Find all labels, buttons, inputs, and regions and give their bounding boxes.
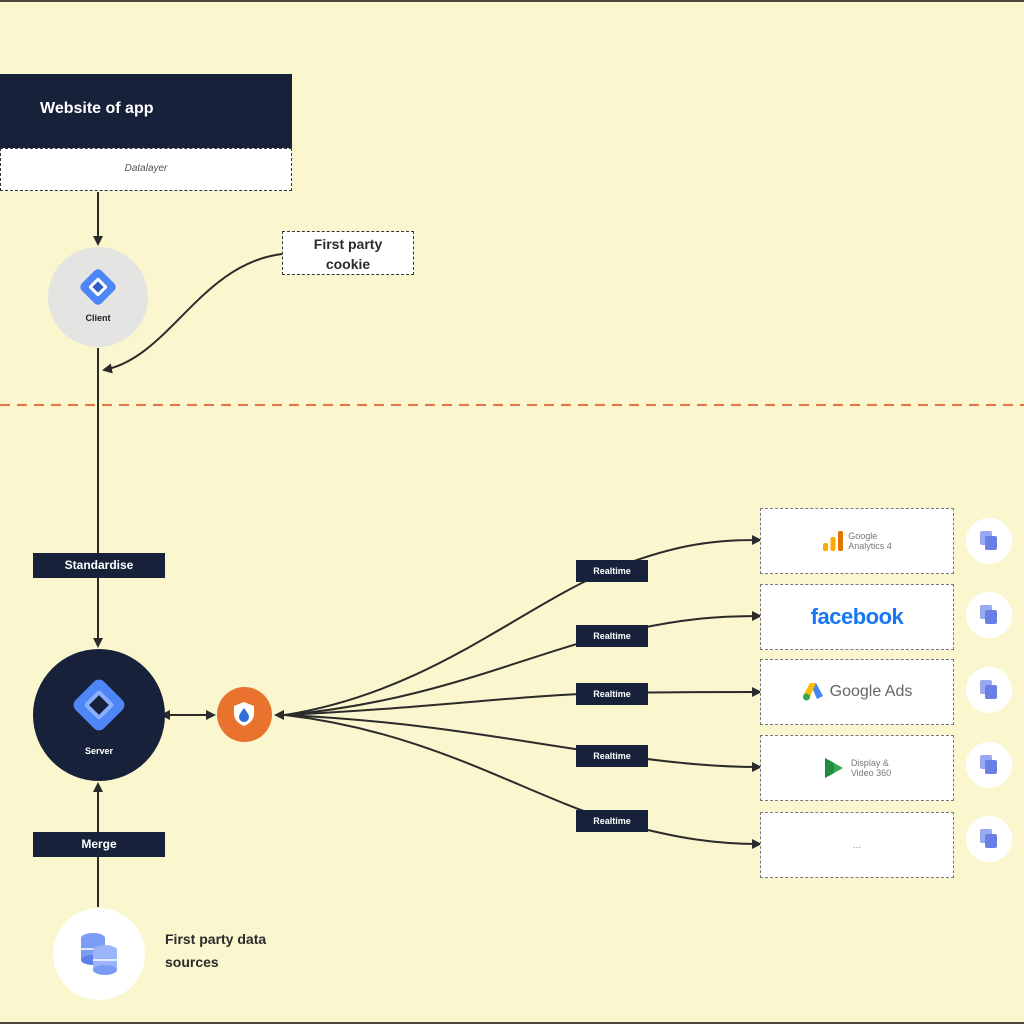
datalayer-box: Datalayer <box>0 148 292 191</box>
copy-button-more[interactable] <box>966 816 1012 862</box>
arrow-to-google-ads <box>284 687 762 716</box>
destination-google-ads: Google Ads <box>760 659 954 725</box>
realtime-tag-google-ads: Realtime <box>576 683 648 705</box>
ga4-line2: Analytics 4 <box>848 541 892 551</box>
google-analytics-icon <box>823 531 844 551</box>
database-icon <box>81 933 117 975</box>
realtime-tag-more: Realtime <box>576 810 648 832</box>
copy-button-dv360[interactable] <box>966 742 1012 788</box>
copy-button-facebook[interactable] <box>966 592 1012 638</box>
merge-tag: Merge <box>33 832 165 857</box>
google-ads-icon <box>802 683 823 701</box>
server-node: Server <box>33 649 165 781</box>
more-placeholder: ... <box>852 839 862 851</box>
arrow-to-ga4 <box>284 535 762 716</box>
gtm-client-icon <box>80 269 116 305</box>
client-label: Client <box>85 313 111 323</box>
facebook-logo: facebook <box>810 604 904 629</box>
destination-more: ... <box>760 812 954 878</box>
website-title: Website of app <box>40 100 154 117</box>
first-party-data-label: First party data sources <box>165 928 266 974</box>
first-party-data-node <box>53 908 145 1000</box>
copy-icon <box>980 680 997 699</box>
fpd-line2: sources <box>165 954 219 970</box>
standardise-tag: Standardise <box>33 553 165 578</box>
realtime-tag-facebook: Realtime <box>576 625 648 647</box>
copy-button-google-ads[interactable] <box>966 667 1012 713</box>
datalayer-label: Datalayer <box>124 163 168 174</box>
shield-drop-icon <box>234 702 254 726</box>
cookie-line1: First party <box>313 236 383 252</box>
copy-icon <box>980 829 997 848</box>
dv360-line1: Display & <box>850 758 889 768</box>
copy-icon <box>980 605 997 624</box>
arrow-to-dv360 <box>284 714 762 772</box>
server-label: Server <box>84 746 114 756</box>
realtime-tag-ga4: Realtime <box>576 560 648 582</box>
server-hub-node <box>217 687 272 742</box>
website-header: Website of app <box>0 74 292 148</box>
arrow-to-more <box>284 714 762 849</box>
cookie-line2: cookie <box>325 256 371 272</box>
first-party-cookie-box: First party cookie <box>282 231 414 275</box>
destination-ga4: Google Analytics 4 <box>760 508 954 574</box>
display-video-360-icon <box>824 758 843 778</box>
ga4-line1: Google <box>848 531 878 541</box>
fpd-line1: First party data <box>165 931 267 947</box>
google-ads-label: Google Ads <box>829 683 913 700</box>
copy-button-ga4[interactable] <box>966 518 1012 564</box>
arrow-cookie-to-client <box>102 253 283 374</box>
copy-icon <box>980 531 997 550</box>
realtime-tag-dv360: Realtime <box>576 745 648 767</box>
gtm-server-icon <box>73 679 125 731</box>
client-node: Client <box>48 247 148 347</box>
arrow-to-facebook <box>284 611 762 716</box>
destination-facebook: facebook <box>760 584 954 650</box>
destination-dv360: Display & Video 360 <box>760 735 954 801</box>
copy-icon <box>980 755 997 774</box>
dv360-line2: Video 360 <box>850 768 892 778</box>
